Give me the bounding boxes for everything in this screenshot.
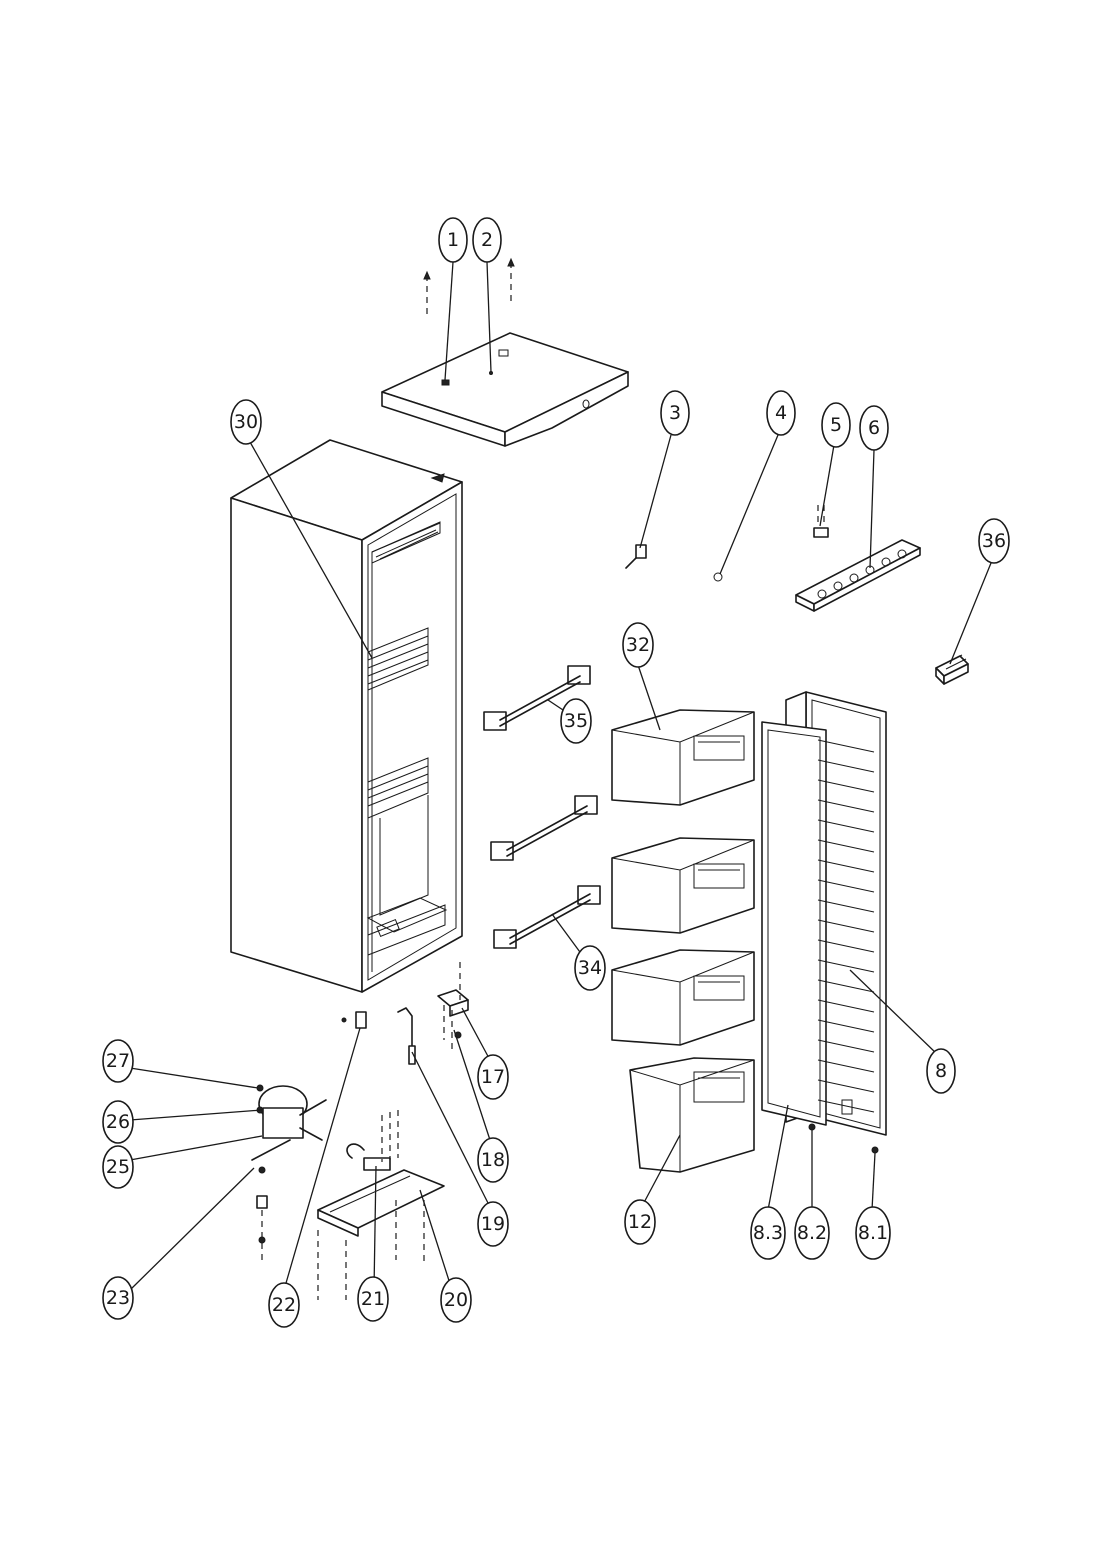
callout-34: 34 [574, 945, 606, 991]
callout-27-label: 27 [106, 1050, 130, 1072]
callout-26: 26 [102, 1100, 134, 1144]
thermostat-knob [625, 544, 647, 569]
compressor [251, 1084, 327, 1260]
callout-25-label: 25 [106, 1156, 130, 1178]
shelf-rail-middle [490, 795, 598, 861]
top-cover [381, 332, 629, 447]
callout-25: 25 [102, 1145, 134, 1189]
callout-32: 32 [622, 622, 654, 668]
callout-8-3: 8.3 [750, 1206, 786, 1260]
callout-5: 5 [821, 402, 851, 448]
callout-32-label: 32 [626, 634, 650, 656]
drawer-3 [611, 949, 755, 1046]
callout-26-label: 26 [106, 1111, 130, 1133]
callout-8-1-label: 8.1 [858, 1222, 888, 1244]
callout-1: 1 [438, 217, 468, 263]
callout-12: 12 [624, 1199, 656, 1245]
callout-19-label: 19 [481, 1213, 505, 1235]
callout-22: 22 [268, 1282, 300, 1328]
callout-23-label: 23 [106, 1287, 130, 1309]
screw-arrows-top [423, 257, 515, 315]
callout-8-2-label: 8.2 [797, 1222, 827, 1244]
callout-27: 27 [102, 1039, 134, 1083]
callout-36: 36 [978, 518, 1010, 564]
hinge-pin-lower [871, 1146, 879, 1154]
callout-17: 17 [477, 1054, 509, 1100]
lamp-holder [795, 505, 921, 612]
callout-22-label: 22 [272, 1294, 296, 1316]
callout-8-1: 8.1 [855, 1206, 891, 1260]
callout-21-label: 21 [361, 1288, 385, 1310]
callout-4-label: 4 [775, 402, 787, 424]
callout-2: 2 [472, 217, 502, 263]
drawer-1 [611, 709, 755, 806]
small-block-part [935, 654, 969, 685]
callout-5-label: 5 [830, 414, 842, 436]
hinge-bracket-17-18 [437, 962, 469, 1050]
wire-shelf-upper [367, 627, 429, 691]
drawer-4 [629, 1057, 755, 1173]
callout-3: 3 [660, 390, 690, 436]
door-assembly [761, 691, 887, 1136]
callout-8-3-label: 8.3 [753, 1222, 783, 1244]
drawer-2 [611, 837, 755, 934]
callout-30: 30 [230, 399, 262, 445]
callout-36-label: 36 [982, 530, 1006, 552]
callout-18: 18 [477, 1137, 509, 1183]
callout-35: 35 [560, 698, 592, 744]
evaporator-top [371, 521, 441, 564]
sensor-wire-19 [397, 1007, 416, 1065]
leader-lines [129, 261, 992, 1291]
callout-35-label: 35 [564, 710, 588, 732]
callout-20-label: 20 [444, 1289, 468, 1311]
compressor-base-plate [317, 1110, 445, 1300]
hinge-pin-small [808, 1123, 816, 1131]
callout-17-label: 17 [481, 1066, 505, 1088]
relay-part-22 [341, 1011, 367, 1029]
cabinet-body [230, 439, 463, 993]
wire-shelf-lower [367, 757, 429, 819]
callout-6: 6 [859, 405, 889, 451]
callout-8-2: 8.2 [794, 1206, 830, 1260]
callout-12-label: 12 [628, 1211, 652, 1233]
shelf-rail-upper [483, 665, 591, 731]
callout-1-label: 1 [447, 229, 459, 251]
callout-6-label: 6 [868, 417, 880, 439]
callout-18-label: 18 [481, 1149, 505, 1171]
callout-4: 4 [766, 390, 796, 436]
shelf-rail-lower [493, 885, 601, 949]
callout-30-label: 30 [234, 411, 258, 433]
callout-19: 19 [477, 1201, 509, 1247]
callout-2-label: 2 [481, 229, 493, 251]
callout-23: 23 [102, 1276, 134, 1320]
callout-34-label: 34 [578, 957, 602, 979]
callout-8-label: 8 [935, 1060, 947, 1082]
callout-3-label: 3 [669, 402, 681, 424]
ring-part [713, 572, 723, 582]
callout-20: 20 [440, 1277, 472, 1323]
callout-21: 21 [357, 1276, 389, 1322]
callout-8: 8 [926, 1048, 956, 1094]
